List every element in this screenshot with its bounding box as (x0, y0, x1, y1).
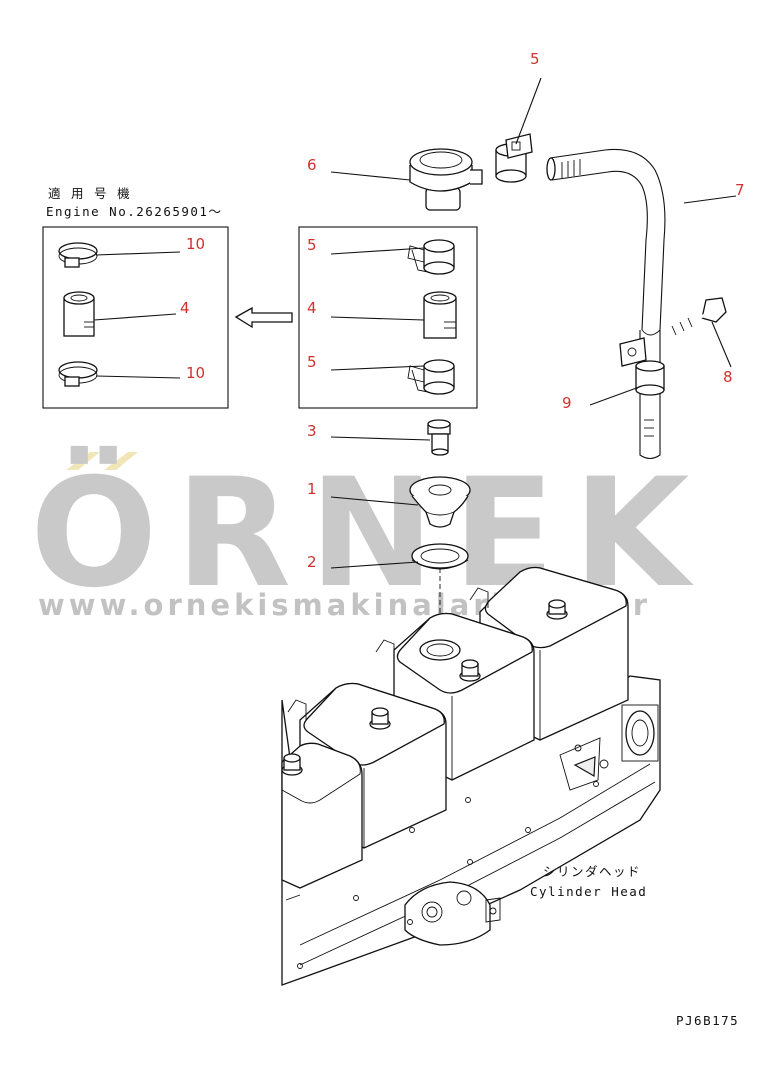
clamp-above (495, 133, 533, 183)
main-clamp-bottom (407, 359, 455, 395)
callout-inset-hose: 4 (180, 299, 190, 317)
applicability-heading: 適 用 号 機 (48, 186, 131, 201)
valve-cover-1 (281, 742, 363, 889)
watermark-accent-left (66, 452, 100, 470)
o-ring (411, 543, 469, 570)
cylinder-head-assembly (281, 566, 661, 986)
callout-bolt: 8 (723, 368, 733, 386)
breather (409, 148, 483, 211)
callout-o-ring: 2 (307, 553, 317, 571)
callout-grommet: 1 (307, 480, 317, 498)
cylinder-head-label-jp: シリンダヘッド (543, 864, 641, 879)
callout-main-clamp-top: 5 (307, 236, 317, 254)
inset-variant-box (42, 226, 229, 409)
engine-number-range: Engine No.26265901～ (46, 204, 222, 219)
callout-breather: 6 (307, 156, 317, 174)
callout-bracket: 9 (562, 394, 572, 412)
cylinder-head-label-en: Cylinder Head (530, 884, 647, 899)
bolt (664, 297, 727, 336)
callout-pipe-joint: 3 (307, 422, 317, 440)
inset-clamp-bottom (58, 361, 98, 387)
main-hose (423, 291, 457, 339)
grommet (409, 476, 471, 528)
inset-hose (63, 291, 95, 337)
watermark-accent-right (104, 452, 138, 470)
main-clamp-top (407, 239, 455, 275)
callout-inset-clamp-bottom: 10 (186, 364, 205, 382)
tube (546, 148, 666, 460)
callout-tube: 7 (735, 181, 745, 199)
callout-main-clamp-bottom: 5 (307, 353, 317, 371)
main-hose-box (298, 226, 478, 409)
tube-bracket (619, 337, 665, 396)
watermark: ÖRNEK www.ornekismakinalari.com.tr (30, 445, 689, 622)
inset-clamp-top (58, 242, 98, 268)
callout-main-hose: 4 (307, 299, 317, 317)
drawing-code: PJ6B175 (676, 1013, 739, 1028)
substitution-arrow-icon (234, 306, 293, 329)
pipe-joint (427, 419, 451, 456)
callout-clamp-above: 5 (530, 50, 540, 68)
callout-inset-clamp-top: 10 (186, 235, 205, 253)
